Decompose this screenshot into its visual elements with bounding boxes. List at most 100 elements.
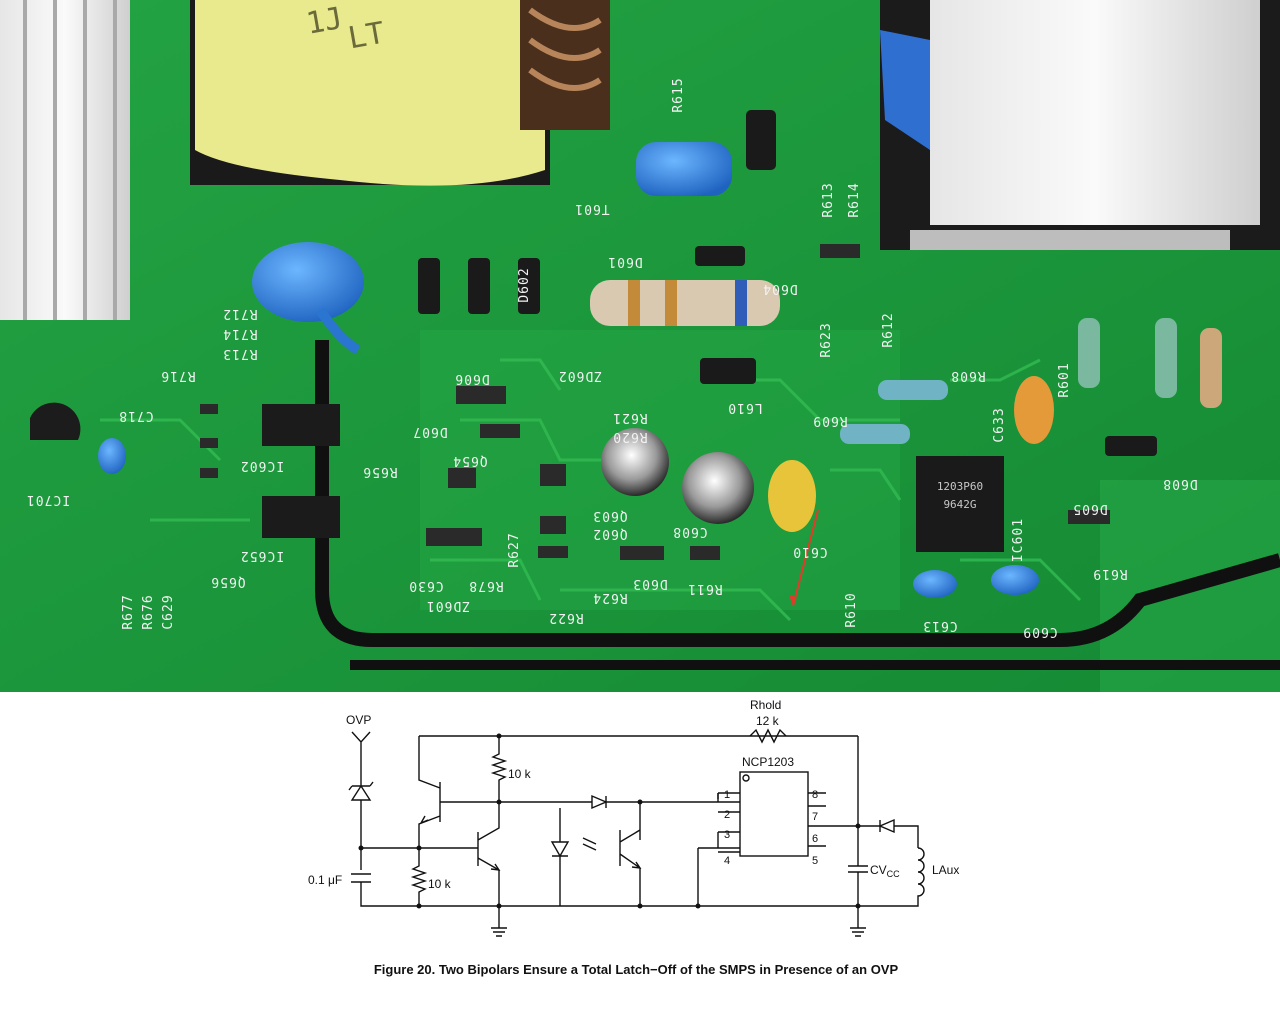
rhold-value: 12 k xyxy=(756,714,780,728)
pin-1: 1 xyxy=(724,789,730,801)
blue-cap-left xyxy=(98,438,126,474)
silkscreen-c629: C629 xyxy=(161,594,176,629)
silkscreen-c608: C608 xyxy=(672,524,707,539)
silkscreen-d608: D608 xyxy=(1162,476,1197,491)
silkscreen-r677: R677 xyxy=(121,594,136,629)
blue-cap-c613 xyxy=(913,570,957,598)
ovp-terminal-symbol xyxy=(351,731,371,772)
silkscreen-r614: R614 xyxy=(847,182,862,217)
small-resistors xyxy=(840,318,1222,444)
transistor-ic701 xyxy=(30,402,81,440)
silkscreen-ic652: IC652 xyxy=(240,548,284,563)
silkscreen-r619: R619 xyxy=(1092,566,1127,581)
silkscreen-d604: D604 xyxy=(762,281,797,296)
ground-symbol-right xyxy=(850,927,866,937)
pin-6: 6 xyxy=(812,833,818,845)
silkscreen-zd602: ZD602 xyxy=(558,368,602,383)
pin1-marker xyxy=(742,774,750,782)
silkscreen-d605: D605 xyxy=(1072,501,1107,516)
silkscreen-t601: T601 xyxy=(574,201,609,216)
silkscreen-ic602: IC602 xyxy=(240,458,284,473)
silkscreen-r612: R612 xyxy=(881,312,896,347)
inductor-laux xyxy=(858,847,925,907)
zener-diode xyxy=(348,772,374,848)
pin-8: 8 xyxy=(812,789,818,801)
silkscreen-d603: D603 xyxy=(632,576,667,591)
silkscreen-r712: R712 xyxy=(222,306,257,321)
left-heatsink xyxy=(0,0,130,320)
ic-marking-2: 9642G xyxy=(943,498,976,511)
silkscreen-r621: R621 xyxy=(612,410,647,425)
pin-4: 4 xyxy=(724,855,730,867)
transformer-label-1: 1J xyxy=(304,1,346,42)
optocoupler-ic602 xyxy=(262,404,340,446)
right-heatsink xyxy=(880,0,1280,250)
silkscreen-r716: R716 xyxy=(160,368,195,383)
pnp-transistor xyxy=(418,736,441,848)
silkscreen-r656: R656 xyxy=(362,464,397,479)
silkscreen-zd601: ZD601 xyxy=(426,598,470,613)
ic-name: NCP1203 xyxy=(742,755,794,769)
silkscreen-c613: C613 xyxy=(922,618,957,633)
silkscreen-q602: Q602 xyxy=(592,526,627,541)
capacitor-cvcc xyxy=(848,865,868,873)
silkscreen-r609: R609 xyxy=(812,413,847,428)
silkscreen-r622: R622 xyxy=(548,610,583,625)
film-capacitor xyxy=(636,142,732,196)
optocoupler-ic652 xyxy=(262,496,340,538)
cvcc-subscript: CC xyxy=(887,869,900,879)
silkscreen-q603: Q603 xyxy=(592,508,627,523)
silkscreen-c610: C610 xyxy=(792,544,827,559)
silkscreen-r608: R608 xyxy=(950,368,985,383)
npn-transistor xyxy=(477,802,501,906)
silkscreen-r601: R601 xyxy=(1057,362,1072,397)
ic-marking-1: 1203P60 xyxy=(937,480,983,493)
silkscreen-r613: R613 xyxy=(821,182,836,217)
pin-2: 2 xyxy=(724,809,730,821)
figure-caption: Figure 20. Two Bipolars Ensure a Total L… xyxy=(374,962,899,977)
silkscreen-r610: R610 xyxy=(844,592,859,627)
resistor-10k-top xyxy=(490,736,508,802)
ncp1203-ic601: 1203P60 9642G xyxy=(916,456,1004,552)
yellow-ceramic-cap xyxy=(768,460,816,532)
silkscreen-r623: R623 xyxy=(819,322,834,357)
silkscreen-r678: R678 xyxy=(468,578,503,593)
capacitor-01uf xyxy=(351,873,371,883)
electrolytic-cap-c608 xyxy=(601,428,669,496)
axial-diodes xyxy=(418,110,1157,456)
pin-7: 7 xyxy=(812,811,818,823)
pcb-traces xyxy=(100,358,1082,622)
silkscreen-ic601: IC601 xyxy=(1011,518,1026,562)
resistor-10k-bottom xyxy=(410,848,428,906)
ncp1203-chip xyxy=(739,771,809,857)
silkscreen-d607: D607 xyxy=(412,424,447,439)
transformer-label-2: LT xyxy=(346,16,388,57)
orange-cap-c633 xyxy=(1014,376,1054,444)
silkscreen-r624: R624 xyxy=(592,590,627,605)
r-bottom-value: 10 k xyxy=(428,877,452,891)
opto-led xyxy=(550,808,597,892)
cap-value: 0.1 μF xyxy=(308,873,342,887)
pcb-photo: 1J LT xyxy=(0,0,1280,692)
silkscreen-r620: R620 xyxy=(612,429,647,444)
silkscreen-r611: R611 xyxy=(687,581,722,596)
blue-cap-c609 xyxy=(991,565,1039,595)
silkscreen-labels: R615T601D601D602D606D607D603D604D608D605… xyxy=(26,77,1198,639)
pin-3: 3 xyxy=(724,829,730,841)
r-top-value: 10 k xyxy=(508,767,532,781)
silkscreen-q656: Q656 xyxy=(210,574,245,589)
silkscreen-d606: D606 xyxy=(454,371,489,386)
smd-parts xyxy=(200,244,1110,560)
pin-5: 5 xyxy=(812,855,818,867)
ground-symbol-left xyxy=(491,906,507,937)
silkscreen-d601: D601 xyxy=(607,254,642,269)
diode-aux xyxy=(878,818,895,834)
rhold-label: Rhold xyxy=(750,698,781,712)
silkscreen-q654: Q654 xyxy=(452,453,487,468)
electrolytic-cap-c610 xyxy=(682,452,754,524)
opto-phototransistor xyxy=(619,829,642,906)
silkscreen-ic701: IC701 xyxy=(26,492,70,507)
blue-y-capacitor xyxy=(252,242,364,355)
silkscreen-c609: C609 xyxy=(1022,624,1057,639)
silkscreen-l610: L610 xyxy=(727,400,762,415)
